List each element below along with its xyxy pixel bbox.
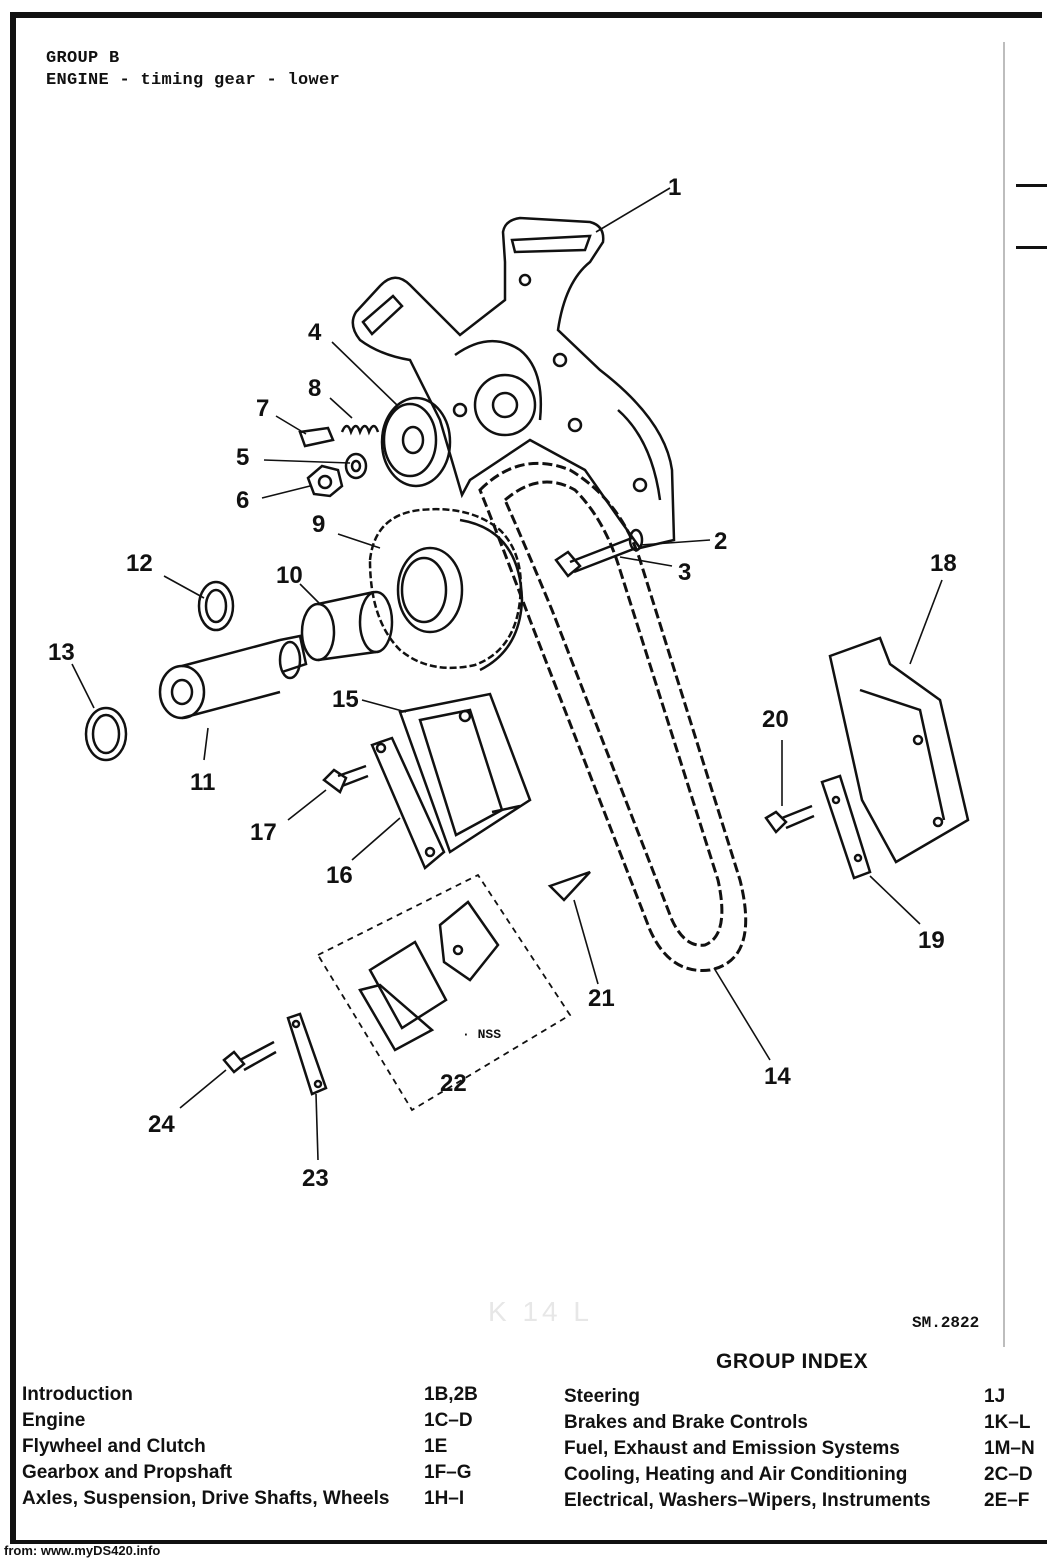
callout-3: 3 bbox=[678, 559, 691, 586]
index-tab-mark bbox=[1016, 246, 1047, 249]
callout-1: 1 bbox=[668, 174, 681, 201]
index-ref[interactable]: 2C–D bbox=[984, 1464, 1033, 1485]
part-callouts: 1 2 3 4 5 6 7 8 9 10 11 12 13 14 15 16 1… bbox=[48, 174, 957, 1192]
washer bbox=[344, 452, 368, 480]
crankshaft-hub bbox=[158, 634, 308, 720]
circlip bbox=[84, 706, 128, 762]
damper-bolt bbox=[764, 804, 815, 834]
index-ref[interactable]: 1B,2B bbox=[424, 1384, 478, 1405]
timing-cover-plate bbox=[351, 216, 676, 550]
callout-9: 9 bbox=[312, 511, 325, 538]
pivot-pin bbox=[298, 426, 335, 448]
callout-12: 12 bbox=[126, 550, 153, 577]
index-ref[interactable]: 2E–F bbox=[984, 1490, 1030, 1511]
callout-14: 14 bbox=[764, 1063, 791, 1090]
nss-label: · NSS bbox=[462, 1027, 501, 1042]
locking-pin bbox=[547, 870, 591, 902]
section-title: ENGINE - timing gear - lower bbox=[46, 71, 341, 90]
callout-7: 7 bbox=[256, 395, 269, 422]
index-ref[interactable]: 1K–L bbox=[984, 1412, 1031, 1433]
callout-5: 5 bbox=[236, 444, 249, 471]
page-edge-rule bbox=[1003, 42, 1005, 1347]
index-ref[interactable]: 1M–N bbox=[984, 1438, 1035, 1459]
callout-22: 22 bbox=[440, 1070, 467, 1097]
nut bbox=[306, 464, 344, 498]
callout-23: 23 bbox=[302, 1165, 329, 1192]
index-link-cooling-heating[interactable]: Cooling, Heating and Air Conditioning bbox=[564, 1464, 908, 1485]
callout-17: 17 bbox=[250, 819, 277, 846]
bottom-border bbox=[10, 1540, 1047, 1544]
index-link-axles-suspension[interactable]: Axles, Suspension, Drive Shafts, Wheels bbox=[22, 1488, 390, 1509]
drawing-reference: SM.2822 bbox=[912, 1314, 980, 1332]
chain-tensioner bbox=[398, 692, 532, 854]
index-link-steering[interactable]: Steering bbox=[564, 1386, 641, 1407]
callout-10: 10 bbox=[276, 562, 303, 589]
source-footer: from: www.myDS420.info bbox=[4, 1543, 161, 1558]
crankshaft-sprocket bbox=[368, 507, 524, 672]
callout-20: 20 bbox=[762, 706, 789, 733]
tensioner-backplate bbox=[370, 736, 446, 871]
nss-kit bbox=[316, 873, 572, 1112]
index-link-brakes[interactable]: Brakes and Brake Controls bbox=[564, 1412, 808, 1433]
callout-15: 15 bbox=[332, 686, 359, 713]
faint-page-mark: K 14 L bbox=[488, 1296, 593, 1327]
thrust-washer bbox=[197, 580, 235, 632]
callout-18: 18 bbox=[930, 550, 957, 577]
spring bbox=[340, 424, 380, 436]
callout-19: 19 bbox=[918, 927, 945, 954]
group-index-right-refs: 1J 1K–L 1M–N 2C–D 2E–F bbox=[984, 1384, 1047, 1514]
group-index-title: GROUP INDEX bbox=[716, 1350, 869, 1373]
callout-21: 21 bbox=[588, 985, 615, 1012]
callout-8: 8 bbox=[308, 375, 321, 402]
callout-13: 13 bbox=[48, 639, 75, 666]
plate-bolt bbox=[222, 1040, 277, 1074]
retaining-plate bbox=[286, 1012, 328, 1096]
callout-4: 4 bbox=[308, 319, 322, 346]
index-link-introduction[interactable]: Introduction bbox=[22, 1384, 133, 1405]
callout-6: 6 bbox=[236, 487, 249, 514]
index-ref[interactable]: 1H–I bbox=[424, 1488, 465, 1509]
pivot-bolt bbox=[554, 528, 644, 578]
index-ref[interactable]: 1F–G bbox=[424, 1462, 472, 1483]
index-link-gearbox-propshaft[interactable]: Gearbox and Propshaft bbox=[22, 1462, 233, 1483]
group-index-left-refs: 1B,2B 1C–D 1E 1F–G 1H–I bbox=[424, 1382, 478, 1512]
callout-24: 24 bbox=[148, 1111, 175, 1138]
exploded-parts-diagram: 1 2 3 4 5 6 7 8 9 10 11 12 13 14 15 16 1… bbox=[48, 174, 970, 1192]
index-link-electrical[interactable]: Electrical, Washers–Wipers, Instruments bbox=[564, 1490, 931, 1511]
index-ref[interactable]: 1E bbox=[424, 1436, 448, 1457]
group-index-right-labels: Steering Brakes and Brake Controls Fuel,… bbox=[564, 1384, 931, 1514]
index-link-flywheel-clutch[interactable]: Flywheel and Clutch bbox=[22, 1436, 206, 1457]
idler-sprocket bbox=[380, 396, 452, 488]
damper-plate bbox=[820, 774, 872, 880]
index-tab-mark bbox=[1016, 184, 1047, 187]
group-label: GROUP B bbox=[46, 49, 120, 68]
page-frame bbox=[10, 12, 1042, 1544]
index-link-fuel-exhaust[interactable]: Fuel, Exhaust and Emission Systems bbox=[564, 1438, 900, 1459]
callout-2: 2 bbox=[714, 528, 727, 555]
chain-damper bbox=[828, 636, 970, 864]
group-index-left-labels: Introduction Engine Flywheel and Clutch … bbox=[22, 1382, 389, 1512]
bolt bbox=[322, 764, 369, 794]
spacer-sleeve bbox=[300, 590, 394, 662]
callout-16: 16 bbox=[326, 862, 353, 889]
index-ref[interactable]: 1J bbox=[984, 1386, 1006, 1407]
callout-11: 11 bbox=[190, 769, 215, 796]
index-link-engine[interactable]: Engine bbox=[22, 1410, 86, 1431]
index-ref[interactable]: 1C–D bbox=[424, 1410, 473, 1431]
page-header: GROUP B ENGINE - timing gear - lower bbox=[46, 48, 340, 92]
timing-chain bbox=[478, 461, 748, 972]
